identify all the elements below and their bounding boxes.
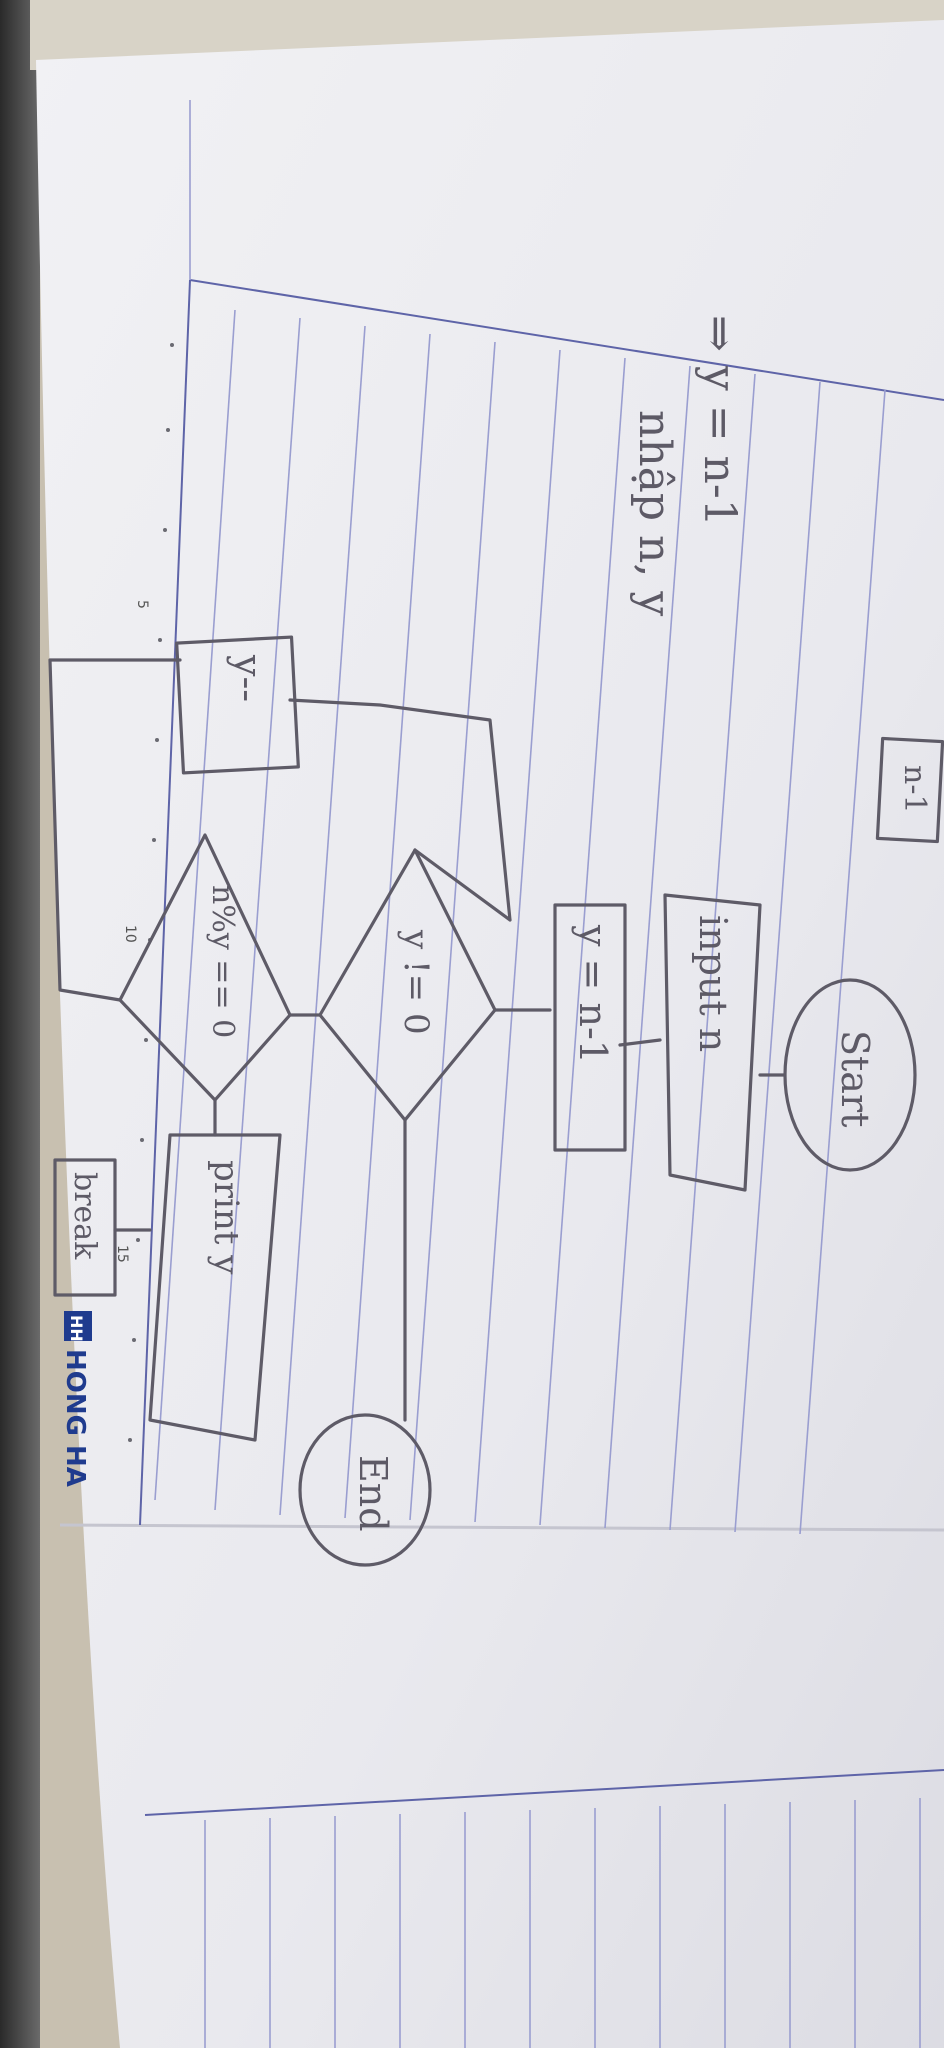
ruler-tick-10: 10 xyxy=(122,925,138,943)
break-label: break xyxy=(67,1172,102,1260)
end-label: End xyxy=(351,1455,395,1532)
ruler-tick-15: 15 xyxy=(114,1245,130,1263)
output-label: print y xyxy=(206,1160,246,1275)
notebook-page xyxy=(36,20,944,2048)
end-terminal xyxy=(298,1413,432,1567)
break-box xyxy=(53,1158,117,1297)
fragment-text: n-1 xyxy=(897,765,932,814)
loop-line xyxy=(288,698,512,922)
input-box xyxy=(663,893,762,1192)
decision-mod-label: n%y == 0 xyxy=(205,885,240,1038)
flowchart: Start input n y = n-1 y != 0 n%y == 0 y-… xyxy=(48,635,917,1567)
start-label: Start xyxy=(833,1030,877,1127)
decrement-label: y-- xyxy=(226,654,270,702)
connector-decrement xyxy=(48,658,182,1002)
brand-mark xyxy=(64,1311,92,1341)
output-box xyxy=(148,1133,282,1442)
brand-logo: HH HONG HA xyxy=(60,1311,92,1487)
assign-label: y = n-1 xyxy=(571,924,615,1064)
page-crease xyxy=(59,1523,944,1532)
note-line-2: ⇒ y = n-1 xyxy=(694,315,745,527)
input-label: input n xyxy=(691,915,735,1052)
ruler-tick-5: 5 xyxy=(134,600,150,609)
ruled-lines xyxy=(139,100,944,2048)
brand-mark-text: HH xyxy=(67,1315,86,1342)
brand-name: HONG HA xyxy=(60,1349,90,1487)
note-line-1: nhập n, y xyxy=(629,410,680,616)
decrement-box xyxy=(175,635,300,775)
dark-edge xyxy=(0,0,40,2048)
decision-main-label: y != 0 xyxy=(396,929,436,1035)
connector xyxy=(618,1038,662,1047)
fragment-box xyxy=(875,736,944,844)
assign-box xyxy=(553,903,627,1152)
